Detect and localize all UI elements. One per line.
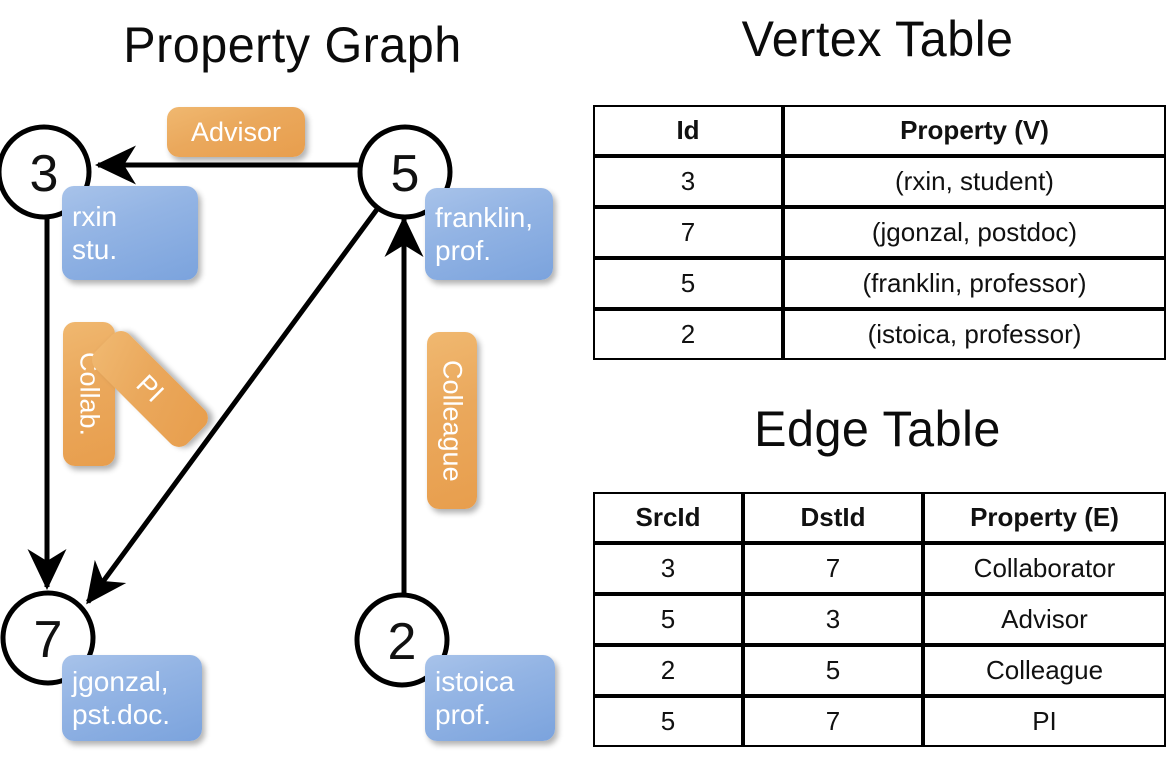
page-title-vertex-table: Vertex Table — [741, 11, 1014, 67]
page-title-property-graph: Property Graph — [123, 17, 462, 73]
edge-cell-src: 5 — [593, 594, 743, 645]
page-title-edge-table: Edge Table — [754, 401, 1001, 457]
node-property-box-jgonzal[interactable]: jgonzal, pst.doc. — [62, 655, 202, 741]
edge-table-header-dstid: DstId — [743, 492, 923, 543]
node-property-box-franklin[interactable]: franklin, prof. — [425, 188, 553, 280]
edge-cell-dst: 7 — [743, 543, 923, 594]
edge-cell-property: Advisor — [923, 594, 1166, 645]
edge-cell-property: Collaborator — [923, 543, 1166, 594]
table-row[interactable]: 5 (franklin, professor) — [593, 258, 1166, 309]
edge-label-pi-text: PI — [130, 369, 170, 409]
vertex-table-header-id: Id — [593, 105, 783, 156]
edge-table-header-property: Property (E) — [923, 492, 1166, 543]
node-property-franklin-line1: franklin, — [435, 201, 534, 233]
edge-cell-src: 3 — [593, 543, 743, 594]
table-row[interactable]: 5 3 Advisor — [593, 594, 1166, 645]
node-property-rxin-line1: rxin — [72, 200, 118, 232]
edge-label-box-advisor[interactable]: Advisor — [167, 107, 305, 157]
edge-table: SrcId DstId Property (E) 3 7 Collaborato… — [593, 492, 1166, 747]
vertex-cell-property: (franklin, professor) — [783, 258, 1166, 309]
edge-cell-dst: 5 — [743, 645, 923, 696]
node-property-franklin-line2: prof. — [435, 235, 492, 266]
node-property-jgonzal-line1: jgonzal, — [72, 665, 169, 697]
vertex-cell-property: (istoica, professor) — [783, 309, 1166, 360]
edge-cell-property: Colleague — [923, 645, 1166, 696]
vertex-cell-property: (rxin, student) — [783, 156, 1166, 207]
vertex-cell-property: (jgonzal, postdoc) — [783, 207, 1166, 258]
graph-canvas: 3 5 7 2 — [0, 124, 453, 688]
vertex-table-header-property: Property (V) — [783, 105, 1166, 156]
graph-node-3-label: 3 — [30, 145, 59, 203]
edge-cell-dst: 3 — [743, 594, 923, 645]
table-row[interactable]: 3 (rxin, student) — [593, 156, 1166, 207]
graph-node-2-label: 2 — [388, 613, 417, 671]
graph-node-5-label: 5 — [391, 145, 420, 203]
edge-cell-src: 5 — [593, 696, 743, 747]
graph-node-7-label: 7 — [34, 611, 63, 669]
edge-pi-5-to-7 — [85, 206, 381, 605]
table-row[interactable]: 2 5 Colleague — [593, 645, 1166, 696]
vertex-cell-id: 3 — [593, 156, 783, 207]
edge-cell-src: 2 — [593, 645, 743, 696]
edge-label-advisor-text: Advisor — [190, 116, 282, 147]
property-graph-diagram: 3 5 7 2 rxin stu. franklin, prof. jgonza… — [0, 107, 555, 741]
edge-cell-dst: 7 — [743, 696, 923, 747]
vertex-cell-id: 5 — [593, 258, 783, 309]
edge-table-header-srcid: SrcId — [593, 492, 743, 543]
edge-label-box-colleague[interactable]: Colleague — [427, 332, 477, 509]
vertex-cell-id: 7 — [593, 207, 783, 258]
edge-label-colleague-text: Colleague — [437, 359, 468, 482]
table-row[interactable]: 2 (istoica, professor) — [593, 309, 1166, 360]
vertex-cell-id: 2 — [593, 309, 783, 360]
node-property-istoica-line1: istoica — [435, 665, 515, 697]
vertex-table-header-row: Id Property (V) — [593, 105, 1166, 156]
table-row[interactable]: 7 (jgonzal, postdoc) — [593, 207, 1166, 258]
node-property-istoica-line2: prof. — [435, 699, 492, 730]
node-property-jgonzal-line2: pst.doc. — [72, 699, 171, 730]
node-property-box-rxin[interactable]: rxin stu. — [62, 186, 198, 280]
node-property-rxin-line2: stu. — [72, 234, 118, 265]
edge-cell-property: PI — [923, 696, 1166, 747]
graph-node-2[interactable] — [354, 592, 450, 688]
table-row[interactable]: 5 7 PI — [593, 696, 1166, 747]
table-row[interactable]: 3 7 Collaborator — [593, 543, 1166, 594]
vertex-table: Id Property (V) 3 (rxin, student) 7 (jgo… — [593, 105, 1166, 360]
edge-table-header-row: SrcId DstId Property (E) — [593, 492, 1166, 543]
node-property-box-istoica[interactable]: istoica prof. — [425, 655, 555, 741]
